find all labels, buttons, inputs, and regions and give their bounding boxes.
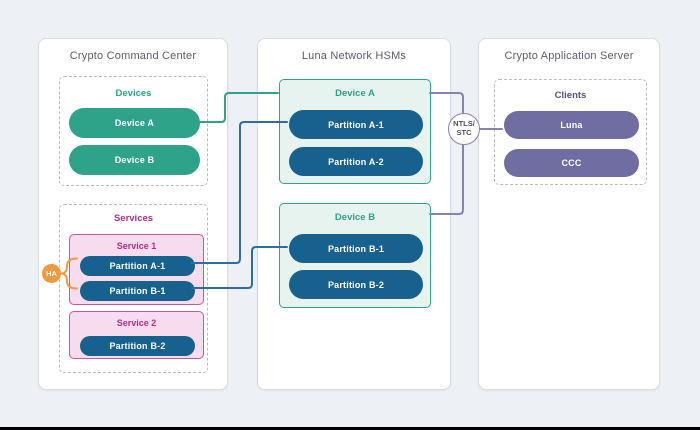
ha-badge: HA xyxy=(42,264,61,283)
devices-group: Devices Device A Device B xyxy=(59,76,208,186)
clients-group: Clients Luna CCC xyxy=(494,79,647,185)
hsm-device-b-box: Device B Partition B-1 Partition B-2 xyxy=(279,203,431,308)
ntls-stc-line2: STC xyxy=(456,128,472,137)
panel-title-crypto-application-server: Crypto Application Server xyxy=(504,50,634,62)
pill-service2-partition-b2: Partition B-2 xyxy=(80,336,195,356)
service-2-title: Service 2 xyxy=(116,318,157,328)
ntls-stc-line1: NTLS/ xyxy=(453,119,475,129)
pill-ccc-device-a: Device A xyxy=(69,108,200,138)
hsm-device-a-box: Device A Partition A-1 Partition A-2 xyxy=(279,79,431,184)
panel-crypto-application-server: Crypto Application Server Clients Luna C… xyxy=(478,38,660,390)
panel-title-luna-network-hsms: Luna Network HSMs xyxy=(301,50,407,62)
services-group: Services Service 1 Partition A-1 Partiti… xyxy=(59,204,208,373)
hsm-device-b-title: Device B xyxy=(334,212,376,223)
service-1-box: Service 1 Partition A-1 Partition B-1 xyxy=(69,234,204,305)
devices-label: Devices xyxy=(115,88,152,99)
services-label: Services xyxy=(113,213,154,224)
panel-crypto-command-center: Crypto Command Center Devices Device A D… xyxy=(38,38,228,390)
ntls-stc-badge: NTLS/ STC xyxy=(448,113,480,145)
panel-title-crypto-command-center: Crypto Command Center xyxy=(69,50,197,62)
pill-service1-partition-a1: Partition A-1 xyxy=(80,256,195,276)
pill-client-ccc: CCC xyxy=(504,149,639,177)
clients-label: Clients xyxy=(554,90,587,101)
pill-ccc-device-b: Device B xyxy=(69,145,200,175)
service-1-title: Service 1 xyxy=(116,241,157,251)
hsm-device-a-title: Device A xyxy=(335,88,375,99)
service-2-box: Service 2 Partition B-2 xyxy=(69,311,204,359)
pill-hsm-partition-b2: Partition B-2 xyxy=(289,270,423,299)
screenshot-bottom-border xyxy=(0,427,700,430)
panel-luna-network-hsms: Luna Network HSMs Device A Partition A-1… xyxy=(257,38,451,390)
pill-hsm-partition-a2: Partition A-2 xyxy=(289,147,423,176)
pill-hsm-partition-b1: Partition B-1 xyxy=(289,234,423,263)
pill-service1-partition-b1: Partition B-1 xyxy=(80,281,195,301)
pill-client-luna: Luna xyxy=(504,111,639,139)
pill-hsm-partition-a1: Partition A-1 xyxy=(289,110,423,139)
